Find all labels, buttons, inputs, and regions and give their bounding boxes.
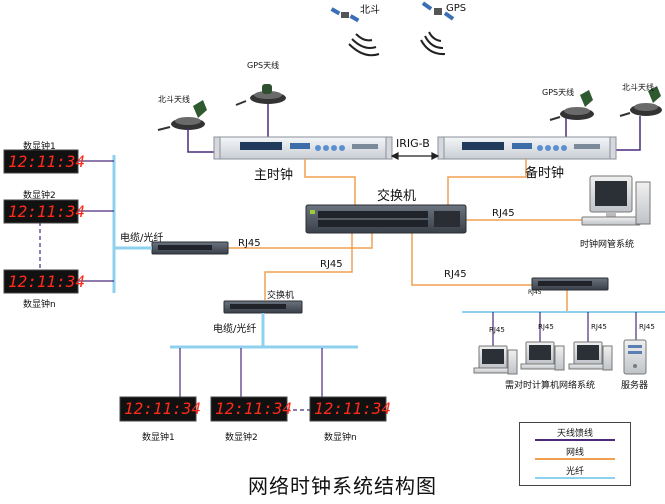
bottom-display-2-label: 数显钟2	[225, 433, 258, 443]
page-title: 网络时钟系统结构图	[248, 474, 437, 498]
bottom-display-connectors	[179, 348, 323, 411]
bottom-display-1-label: 数显钟1	[142, 433, 175, 443]
legend-network-swatch	[535, 458, 615, 460]
antenna-feed-lines	[187, 104, 641, 153]
gps-antenna-right-label: GPS天线	[542, 88, 575, 97]
main-clock-label: 主时钟	[254, 168, 294, 183]
client-rj45-label-2: RJ45	[538, 323, 554, 331]
server-label: 服务器	[621, 381, 649, 391]
legend-antenna-feed-swatch	[535, 439, 615, 441]
legend: 天线馈线 网线 光纤	[519, 422, 631, 486]
bottom-display-n	[309, 396, 387, 422]
fiber-lines	[112, 155, 665, 349]
network-lines	[228, 159, 582, 312]
sub-switch-device	[223, 300, 303, 314]
irig-b-link-arrow	[390, 152, 440, 160]
client-computer-3-icon	[568, 341, 613, 371]
client-rj45-label-4: RJ45	[639, 323, 655, 331]
cable-fiber-left-label: 电缆/光纤	[120, 233, 164, 244]
right-switch-device	[531, 277, 609, 291]
main-clock-device	[213, 136, 393, 160]
beidou-antenna-left-label: 北斗天线	[158, 95, 190, 104]
client-rj45-label-3: RJ45	[591, 323, 607, 331]
rj45-mgmt-label: RJ45	[492, 208, 515, 219]
client-computer-2-icon	[520, 341, 565, 371]
left-display-n-time: 12:11:34	[8, 272, 86, 291]
bottom-display-1-time: 12:11:34	[124, 399, 202, 418]
beidou-antenna-right-label: 北斗天线	[622, 83, 654, 92]
beidou-satellite-label: 北斗	[360, 5, 380, 16]
legend-fiber-swatch	[535, 477, 615, 479]
core-switch-device	[305, 204, 467, 234]
backup-clock-device	[437, 136, 617, 160]
gps-antenna-left-label: GPS天线	[247, 61, 280, 70]
rj45-center-label: RJ45	[320, 259, 343, 270]
cable-fiber-bottom-label: 电缆/光纤	[213, 324, 257, 335]
gps-satellite-icon	[420, 1, 455, 56]
gps-antenna-left-icon	[235, 84, 286, 106]
client-computer-1-icon	[473, 345, 518, 375]
bottom-display-1	[119, 396, 197, 422]
legend-network-label: 网线	[565, 448, 584, 458]
core-switch-label: 交换机	[377, 189, 417, 204]
rj45-right-label: RJ45	[444, 269, 467, 280]
rj45-left-label: RJ45	[238, 238, 261, 249]
beidou-antenna-right-icon	[619, 86, 662, 117]
left-display-2-time: 12:11:34	[8, 202, 86, 221]
legend-fiber-label: 光纤	[565, 467, 584, 477]
left-display-1-time: 12:11:34	[8, 152, 86, 171]
client-connectors	[492, 312, 637, 350]
irig-b-label: IRIG-B	[396, 137, 430, 150]
bottom-display-2	[210, 396, 288, 422]
bottom-display-n-label: 数显钟n	[324, 433, 357, 443]
left-display-n-label: 数显钟n	[23, 300, 56, 310]
gps-antenna-right-icon	[549, 90, 594, 121]
backup-clock-label: 备时钟	[525, 166, 565, 181]
client-computers-label: 需对时计算机网络系统	[505, 381, 596, 391]
beidou-satellite-icon	[330, 7, 380, 57]
left-switch-device	[151, 241, 229, 255]
bottom-display-n-time: 12:11:34	[314, 399, 392, 418]
gps-satellite-label: GPS	[446, 3, 467, 14]
left-display-connectors	[39, 160, 114, 282]
left-display-1-label: 数显钟1	[23, 142, 56, 152]
bottom-display-2-time: 12:11:34	[215, 399, 293, 418]
rj45-small-label: RJ45	[528, 289, 542, 296]
management-computer-icon	[581, 175, 651, 226]
management-label: 时钟网管系统	[580, 240, 635, 250]
left-display-2	[3, 199, 79, 224]
left-display-n	[3, 269, 79, 294]
server-icon	[623, 339, 647, 375]
client-rj45-label-1: RJ45	[489, 326, 505, 334]
beidou-antenna-left-icon	[157, 100, 207, 131]
sub-switch-label: 交换机	[267, 291, 295, 301]
left-display-2-label: 数显钟2	[23, 191, 56, 201]
left-display-1	[3, 149, 79, 174]
legend-antenna-feed-label: 天线馈线	[556, 429, 593, 439]
